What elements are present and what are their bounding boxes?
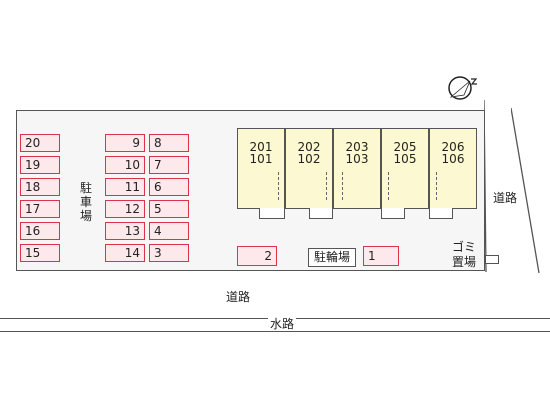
entrance-notch (429, 208, 453, 219)
waterway-edge (0, 331, 550, 332)
parking-slot: 5 (149, 200, 189, 218)
waterway-label: 水路 (268, 317, 297, 331)
parking-slot: 18 (20, 178, 60, 196)
parking-slot: 7 (149, 156, 189, 174)
entrance-notch (309, 208, 333, 219)
parking-slot: 6 (149, 178, 189, 196)
road-right-boundary-right (510, 107, 541, 280)
stair-line (326, 172, 327, 200)
unit-lower-number: 101 (249, 152, 273, 166)
unit-lower-number: 103 (345, 152, 369, 166)
road-bottom-label: 道路 (226, 290, 251, 304)
road-right-label-2: 路 (505, 191, 518, 205)
unit-lower-number: 102 (297, 152, 321, 166)
parking-slot: 19 (20, 156, 60, 174)
unit-upper-number: 206 (441, 140, 465, 154)
north-arrow-icon (446, 73, 482, 103)
parking-slot: 4 (149, 222, 189, 240)
garbage-area-label: ゴミ 置場 (452, 240, 476, 270)
garbage-label-line1: ゴミ (452, 240, 477, 254)
parking-label-char: 駐 (79, 181, 92, 195)
parking-slot: 14 (105, 244, 145, 262)
parking-slot-2: 2 (237, 246, 277, 266)
stair-line (436, 172, 437, 200)
parking-slot: 16 (20, 222, 60, 240)
parking-label: 駐 車 場 (79, 181, 93, 223)
road-right-label-1: 道 (493, 191, 506, 205)
unit-201-101: 201 101 (237, 128, 285, 209)
stair-line (342, 172, 343, 200)
unit-203-103: 203 103 (333, 128, 381, 209)
parking-slot: 10 (105, 156, 145, 174)
road-right-label: 道路 (493, 189, 517, 206)
garbage-box (485, 255, 499, 264)
parking-slot: 17 (20, 200, 60, 218)
unit-205-105: 205 105 (381, 128, 429, 209)
entrance-notch (259, 208, 285, 219)
parking-slot: 9 (105, 134, 145, 152)
garbage-label-line2: 置場 (452, 255, 477, 269)
parking-label-char: 場 (79, 209, 92, 223)
stair-line (388, 172, 389, 200)
unit-lower-number: 106 (441, 152, 465, 166)
parking-slot: 11 (105, 178, 145, 196)
entrance-notch (381, 208, 405, 219)
stair-line (278, 172, 279, 200)
unit-lower-number: 105 (393, 152, 417, 166)
parking-slot: 8 (149, 134, 189, 152)
parking-label-char: 車 (79, 195, 92, 209)
parking-slot-1: 1 (363, 246, 399, 266)
parking-slot: 13 (105, 222, 145, 240)
unit-206-106: 206 106 (429, 128, 477, 209)
unit-upper-number: 205 (393, 140, 417, 154)
unit-upper-number: 201 (249, 140, 273, 154)
unit-upper-number: 203 (345, 140, 369, 154)
parking-slot: 20 (20, 134, 60, 152)
parking-slot: 12 (105, 200, 145, 218)
parking-slot: 3 (149, 244, 189, 262)
unit-upper-number: 202 (297, 140, 321, 154)
parking-slot: 15 (20, 244, 60, 262)
bicycle-parking-label: 駐輪場 (308, 248, 356, 267)
